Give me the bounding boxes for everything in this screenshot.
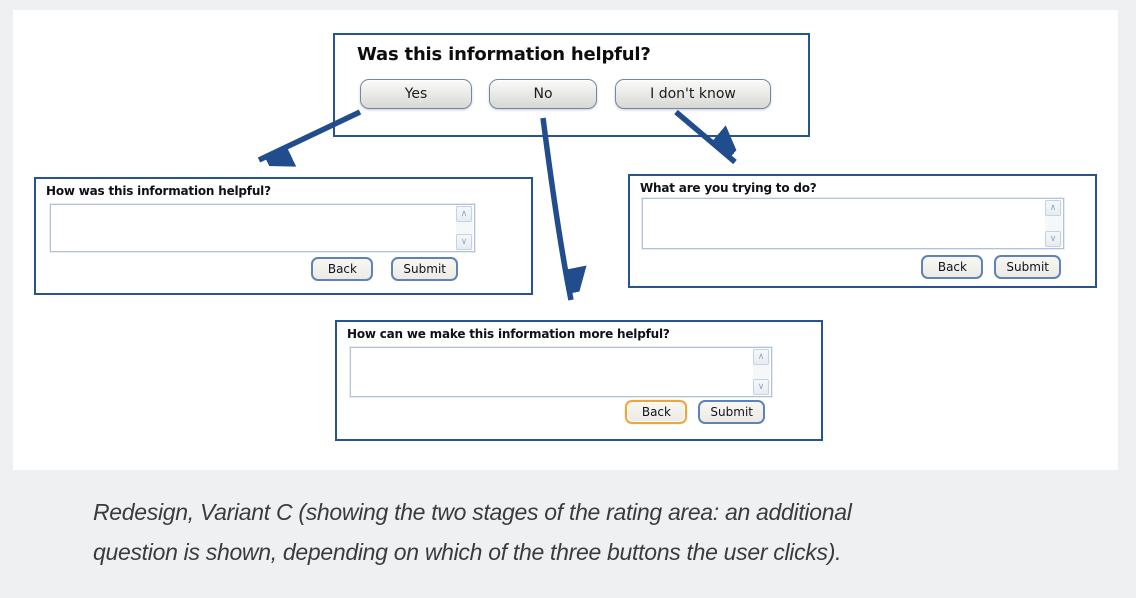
no-followup-question: How can we make this information more he… (347, 327, 670, 341)
back-button[interactable]: Back (311, 257, 374, 281)
rating-panel: Was this information helpful? Yes No I d… (333, 33, 810, 137)
scroll-down-button[interactable]: ∨ (1045, 231, 1061, 247)
yes-followup-panel: How was this information helpful? ∧ ∨ Ba… (34, 177, 533, 295)
textarea-scrollbar[interactable]: ∧ ∨ (753, 349, 770, 395)
yes-followup-question: How was this information helpful? (46, 184, 271, 198)
scroll-up-button[interactable]: ∧ (753, 349, 769, 365)
submit-button[interactable]: Submit (698, 400, 765, 424)
figure-caption: Redesign, Variant C (showing the two sta… (93, 492, 852, 572)
back-button-focused[interactable]: Back (625, 400, 688, 424)
textarea-scrollbar[interactable]: ∧ ∨ (1045, 200, 1062, 247)
scroll-down-button[interactable]: ∨ (456, 234, 472, 250)
scroll-up-icon: ∧ (1049, 202, 1057, 213)
submit-button[interactable]: Submit (391, 257, 458, 281)
no-feedback-textarea[interactable]: ∧ ∨ (350, 347, 772, 397)
scroll-up-icon: ∧ (460, 208, 468, 219)
dont-know-button[interactable]: I don't know (615, 79, 771, 109)
submit-button[interactable]: Submit (994, 255, 1061, 279)
scroll-up-button[interactable]: ∧ (1045, 200, 1061, 216)
textarea-scrollbar[interactable]: ∧ ∨ (456, 206, 473, 250)
dont-know-followup-question: What are you trying to do? (640, 181, 817, 195)
rating-question: Was this information helpful? (357, 44, 651, 65)
scroll-down-icon: ∨ (1049, 233, 1057, 244)
back-button[interactable]: Back (921, 255, 984, 279)
scroll-down-icon: ∨ (757, 381, 765, 392)
scroll-up-button[interactable]: ∧ (456, 206, 472, 222)
yes-button[interactable]: Yes (360, 79, 472, 109)
caption-line-2: question is shown, depending on which of… (93, 539, 842, 565)
scroll-up-icon: ∧ (757, 351, 765, 362)
scroll-down-icon: ∨ (460, 236, 468, 247)
no-followup-actions: Back Submit (625, 400, 765, 424)
no-followup-panel: How can we make this information more he… (335, 320, 823, 441)
diagram-stage: Was this information helpful? Yes No I d… (13, 10, 1118, 470)
yes-feedback-textarea[interactable]: ∧ ∨ (50, 204, 475, 252)
no-button[interactable]: No (489, 79, 597, 109)
dont-know-followup-panel: What are you trying to do? ∧ ∨ Back Subm… (628, 174, 1097, 288)
dont-know-feedback-textarea[interactable]: ∧ ∨ (642, 198, 1064, 249)
dont-know-followup-actions: Back Submit (921, 255, 1061, 279)
caption-line-1: Redesign, Variant C (showing the two sta… (93, 499, 852, 525)
arrow-no-to-followup (540, 117, 571, 301)
yes-followup-actions: Back Submit (311, 257, 458, 281)
scroll-down-button[interactable]: ∨ (753, 379, 769, 395)
